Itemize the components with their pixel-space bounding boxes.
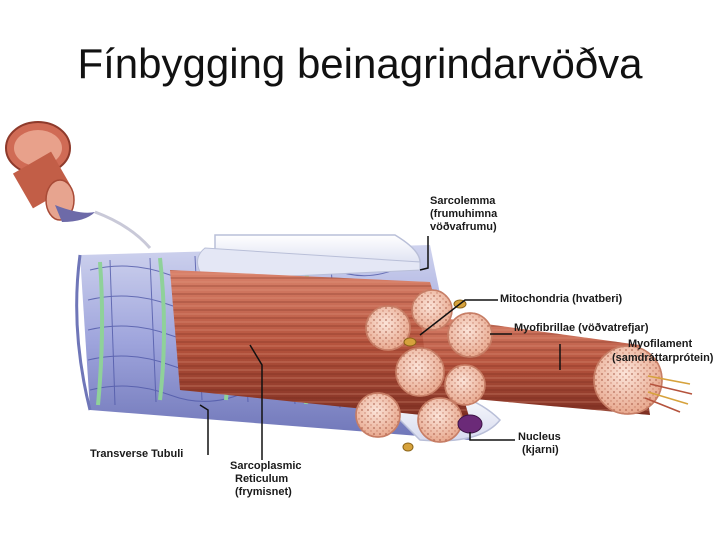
svg-text:Myofilament: Myofilament [628, 338, 693, 350]
svg-text:(samdráttarprótein): (samdráttarprótein) [612, 352, 714, 364]
svg-text:Sarcolemma: Sarcolemma [430, 195, 496, 207]
svg-text:Reticulum: Reticulum [235, 473, 288, 485]
label-myofibrillae: Myofibrillae (vöðvatrefjar) [514, 322, 649, 334]
label-sarcoplasmic-reticulum: Sarcoplasmic Reticulum (frymisnet) [230, 460, 302, 498]
nucleus-shape [457, 414, 483, 434]
sarcolemma-membrane [197, 234, 502, 442]
myofilament-strands [644, 375, 693, 413]
svg-text:vöðvafrumu): vöðvafrumu) [430, 221, 497, 233]
label-transverse-tubuli: Transverse Tubuli [90, 448, 183, 460]
svg-text:(frymisnet): (frymisnet) [235, 486, 292, 498]
svg-text:Sarcoplasmic: Sarcoplasmic [230, 460, 302, 472]
label-nucleus: Nucleus (kjarni) [518, 431, 561, 456]
svg-text:(kjarni): (kjarni) [522, 444, 559, 456]
label-myofilament: Myofilament (samdráttarprótein) [612, 338, 714, 364]
slide-title: Fínbygging beinagrindarvöðva [77, 40, 643, 87]
myofibril-ends [355, 289, 663, 443]
svg-text:Nucleus: Nucleus [518, 431, 561, 443]
svg-text:(frumuhimna: (frumuhimna [430, 208, 498, 220]
muscle-bundle-illustration [5, 121, 152, 249]
label-leader-lines [199, 236, 561, 460]
label-mitochondria: Mitochondria (hvatberi) [500, 293, 623, 305]
label-sarcolemma: Sarcolemma (frumuhimna vöðvafrumu) [430, 195, 498, 233]
